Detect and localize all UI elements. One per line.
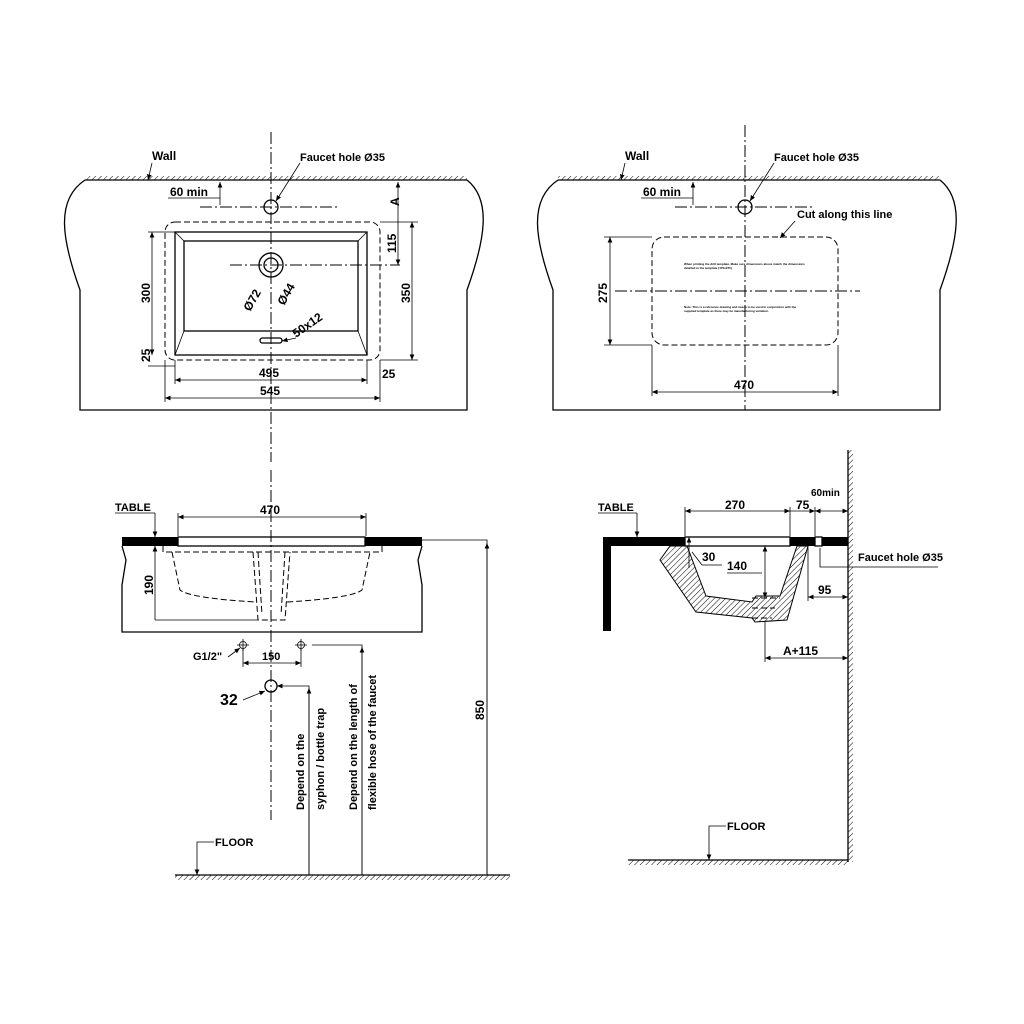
dim-470: 470 xyxy=(734,378,754,392)
dim-75: 75 xyxy=(796,498,810,512)
dim-300: 300 xyxy=(139,283,153,303)
hose-note-line2: flexible hose of the faucet xyxy=(367,675,379,810)
basin-section xyxy=(659,545,809,623)
dim-150: 150 xyxy=(262,651,280,663)
wall-label: Wall xyxy=(152,149,176,163)
cut-line-label: Cut along this line xyxy=(797,209,892,221)
dim-270: 270 xyxy=(725,498,745,512)
table-left xyxy=(122,537,178,546)
dim-30: 30 xyxy=(702,550,716,564)
faucet-hole-label: Faucet hole Ø35 xyxy=(858,552,943,564)
floor-hatch xyxy=(175,875,510,880)
thread-label: G1/2" xyxy=(193,651,222,663)
dim-115: 115 xyxy=(385,233,399,253)
table-top xyxy=(603,537,685,546)
side-view: 270 75 60min 30 140 Faucet hole Ø35 95 A… xyxy=(598,450,943,865)
wall-hatch xyxy=(85,176,467,180)
dim-95: 95 xyxy=(818,583,832,597)
table-label: TABLE xyxy=(115,502,151,514)
table-leg xyxy=(603,537,611,631)
basin-bowl xyxy=(183,240,359,332)
table-label: TABLE xyxy=(598,502,634,514)
drain-72-label: Ø72 xyxy=(240,287,264,314)
template-note-1: When printing the drill template, Make s… xyxy=(684,262,805,270)
dim-140: 140 xyxy=(727,559,747,573)
dim-470: 470 xyxy=(260,503,280,517)
overflow-label: 50x12 xyxy=(290,310,326,341)
cabinet-outline xyxy=(121,545,423,633)
basin-outer-outline xyxy=(164,221,381,361)
dim-190: 190 xyxy=(142,575,156,595)
dim-495: 495 xyxy=(259,366,279,380)
dim-350: 350 xyxy=(399,283,413,303)
wall-label: Wall xyxy=(625,149,649,163)
floor-label: FLOOR xyxy=(727,821,766,833)
dim-32: 32 xyxy=(220,692,238,709)
dim-850: 850 xyxy=(473,700,487,720)
countertop-outline xyxy=(63,179,484,411)
min-distance-label: 60min xyxy=(811,488,840,499)
template-view: Wall Faucet hole Ø35 60 min Cut along th… xyxy=(536,125,957,411)
drain-44-label: Ø44 xyxy=(274,281,298,308)
faucet-hole-label: Faucet hole Ø35 xyxy=(774,152,859,164)
table-right xyxy=(365,537,422,546)
basin-opening xyxy=(684,536,791,547)
dim-25-left: 25 xyxy=(139,348,153,362)
a-label: A xyxy=(388,197,402,206)
min-distance-label: 60 min xyxy=(170,185,208,199)
dim-25-right: 25 xyxy=(382,367,396,381)
wall-hatch xyxy=(848,450,853,862)
hose-note-line1: Depend on the length of xyxy=(348,684,360,810)
dim-a115: A+115 xyxy=(783,644,818,658)
countertop-outline xyxy=(536,179,957,411)
plan-view: Wall Faucet hole Ø35 60 min A 115 350 30… xyxy=(63,132,484,462)
min-distance-label: 60 min xyxy=(643,185,681,199)
dim-545: 545 xyxy=(260,384,280,398)
basin-rim xyxy=(174,231,368,356)
floor-label: FLOOR xyxy=(215,837,254,849)
syphon-note-line1: Depend on the xyxy=(295,734,307,810)
dim-275: 275 xyxy=(596,283,610,303)
faucet-hole xyxy=(814,536,823,547)
front-view: TABLE 470 190 G1/2" 150 32 Depend on the… xyxy=(115,470,510,880)
faucet-hole-label: Faucet hole Ø35 xyxy=(300,152,385,164)
syphon-note-line2: syphon / bottle trap xyxy=(315,708,327,810)
template-note-2: Note: This is a reference drawing and ne… xyxy=(684,305,797,313)
